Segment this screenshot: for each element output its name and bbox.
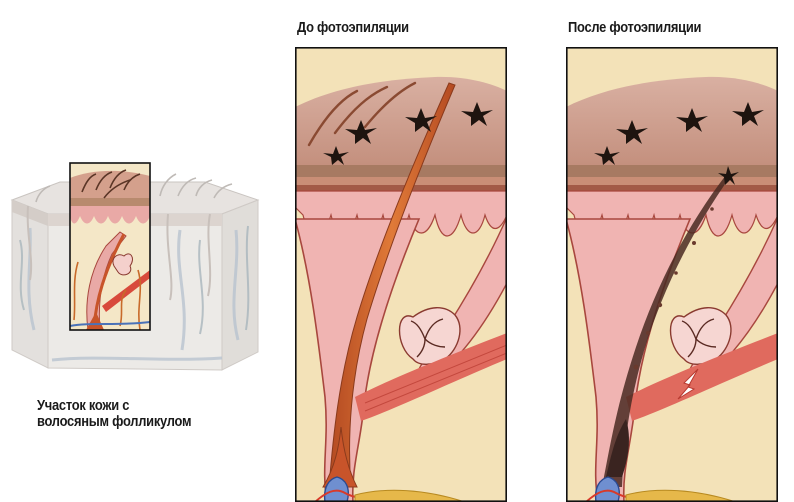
after-photoepilation-title: После фотоэпиляции	[568, 20, 701, 36]
follicle-highlight-window	[70, 163, 150, 330]
caption-line-1: Участок кожи с	[37, 398, 191, 414]
before-photoepilation-title: До фотоэпиляции	[297, 20, 409, 36]
after-follicle-illustration	[566, 47, 778, 502]
skin-block-illustration	[0, 150, 270, 380]
before-follicle-illustration	[295, 47, 507, 502]
skin-section-caption: Участок кожи с волосяным фолликулом	[37, 398, 191, 430]
caption-line-2: волосяным фолликулом	[37, 414, 191, 430]
